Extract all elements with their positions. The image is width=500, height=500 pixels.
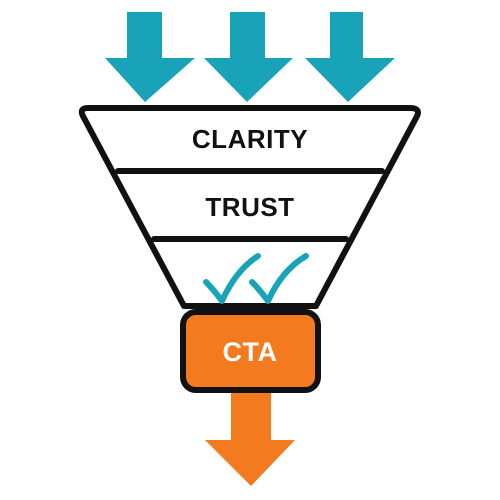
input-arrow-left-icon [105,12,195,102]
cta-box: CTA [180,309,321,393]
input-arrow-right-icon [305,12,395,102]
output-arrow-icon [205,393,295,486]
cta-box-shape [180,309,321,393]
funnel-outline [78,105,421,309]
double-checkmark-icon [203,253,309,304]
checkmark-1-icon [203,253,261,304]
tier-trust-label: TRUST [205,192,294,222]
cta-label: CTA [223,337,278,367]
input-arrow-middle-icon [204,12,293,102]
tier-clarity-label: CLARITY [192,124,308,154]
funnel-body: CLARITY TRUST [78,105,421,309]
checkmark-2-icon [249,253,309,304]
input-arrows [105,12,395,102]
